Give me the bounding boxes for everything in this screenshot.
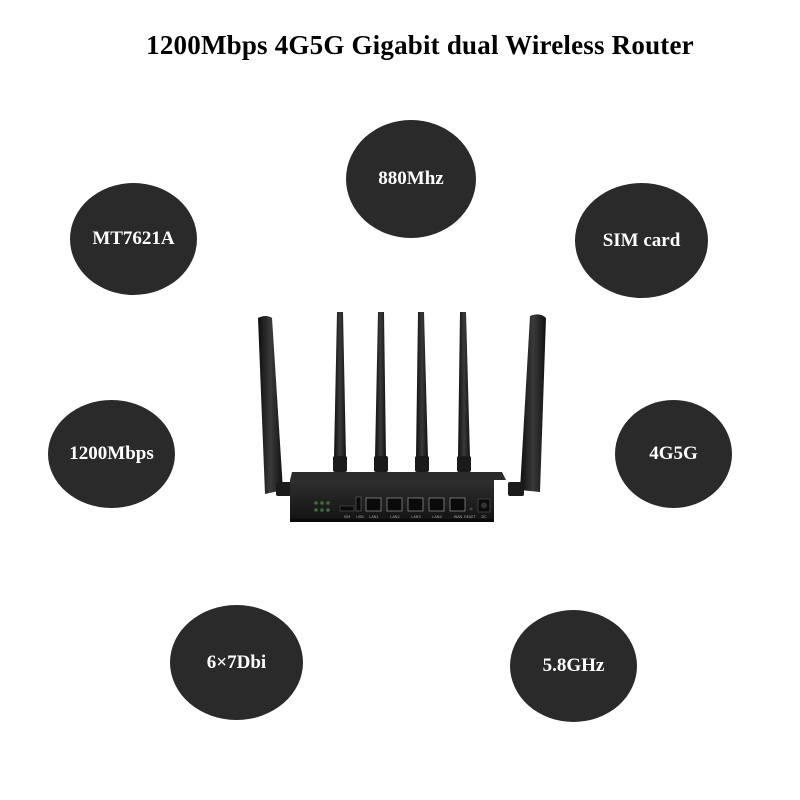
port-label-sim: SIM — [344, 515, 350, 519]
feature-label: 4G5G — [649, 443, 698, 464]
feature-mt7621a: MT7621A — [70, 183, 197, 295]
status-leds — [314, 501, 330, 512]
antenna-thin-1 — [333, 312, 347, 472]
feature-6x7dbi: 6×7Dbi — [170, 605, 303, 720]
port-label-reset: RESET — [464, 515, 476, 519]
dc-jack-hole — [481, 502, 487, 509]
sim-slot — [339, 505, 355, 512]
feature-label: SIM card — [602, 229, 681, 251]
port-label-lan4: LAN4 — [432, 515, 442, 519]
port-label-lan2: LAN2 — [390, 515, 400, 519]
feature-4g5g: 4G5G — [615, 400, 732, 508]
feature-label: 5.8GHz — [542, 655, 605, 676]
feature-1200mbps: 1200Mbps — [48, 400, 175, 508]
reset-button — [469, 507, 473, 511]
antenna-left-wide — [258, 316, 292, 496]
page-title: 1200Mbps 4G5G Gigabit dual Wireless Rout… — [146, 30, 694, 60]
feature-label: 6×7Dbi — [206, 651, 267, 673]
port-label-wan: WAN — [454, 515, 463, 519]
feature-label: 880Mhz — [378, 168, 444, 189]
usb-port — [355, 496, 362, 512]
port-label-lan1: LAN1 — [369, 515, 379, 519]
feature-880mhz: 880Mhz — [346, 120, 476, 238]
port-label-usb: USB — [356, 515, 364, 519]
feature-label: MT7621A — [92, 228, 175, 249]
antenna-thin-3 — [415, 312, 429, 472]
antenna-thin-2 — [374, 312, 388, 472]
port-label-dc: DC — [481, 515, 487, 519]
ethernet-ports — [365, 497, 466, 512]
feature-sim-card: SIM card — [575, 183, 708, 298]
antenna-right-wide — [508, 314, 546, 496]
port-label-lan3: LAN3 — [411, 515, 421, 519]
feature-label: 1200Mbps — [69, 443, 154, 464]
feature-5-8ghz: 5.8GHz — [510, 610, 637, 722]
antenna-thin-4 — [457, 312, 471, 472]
